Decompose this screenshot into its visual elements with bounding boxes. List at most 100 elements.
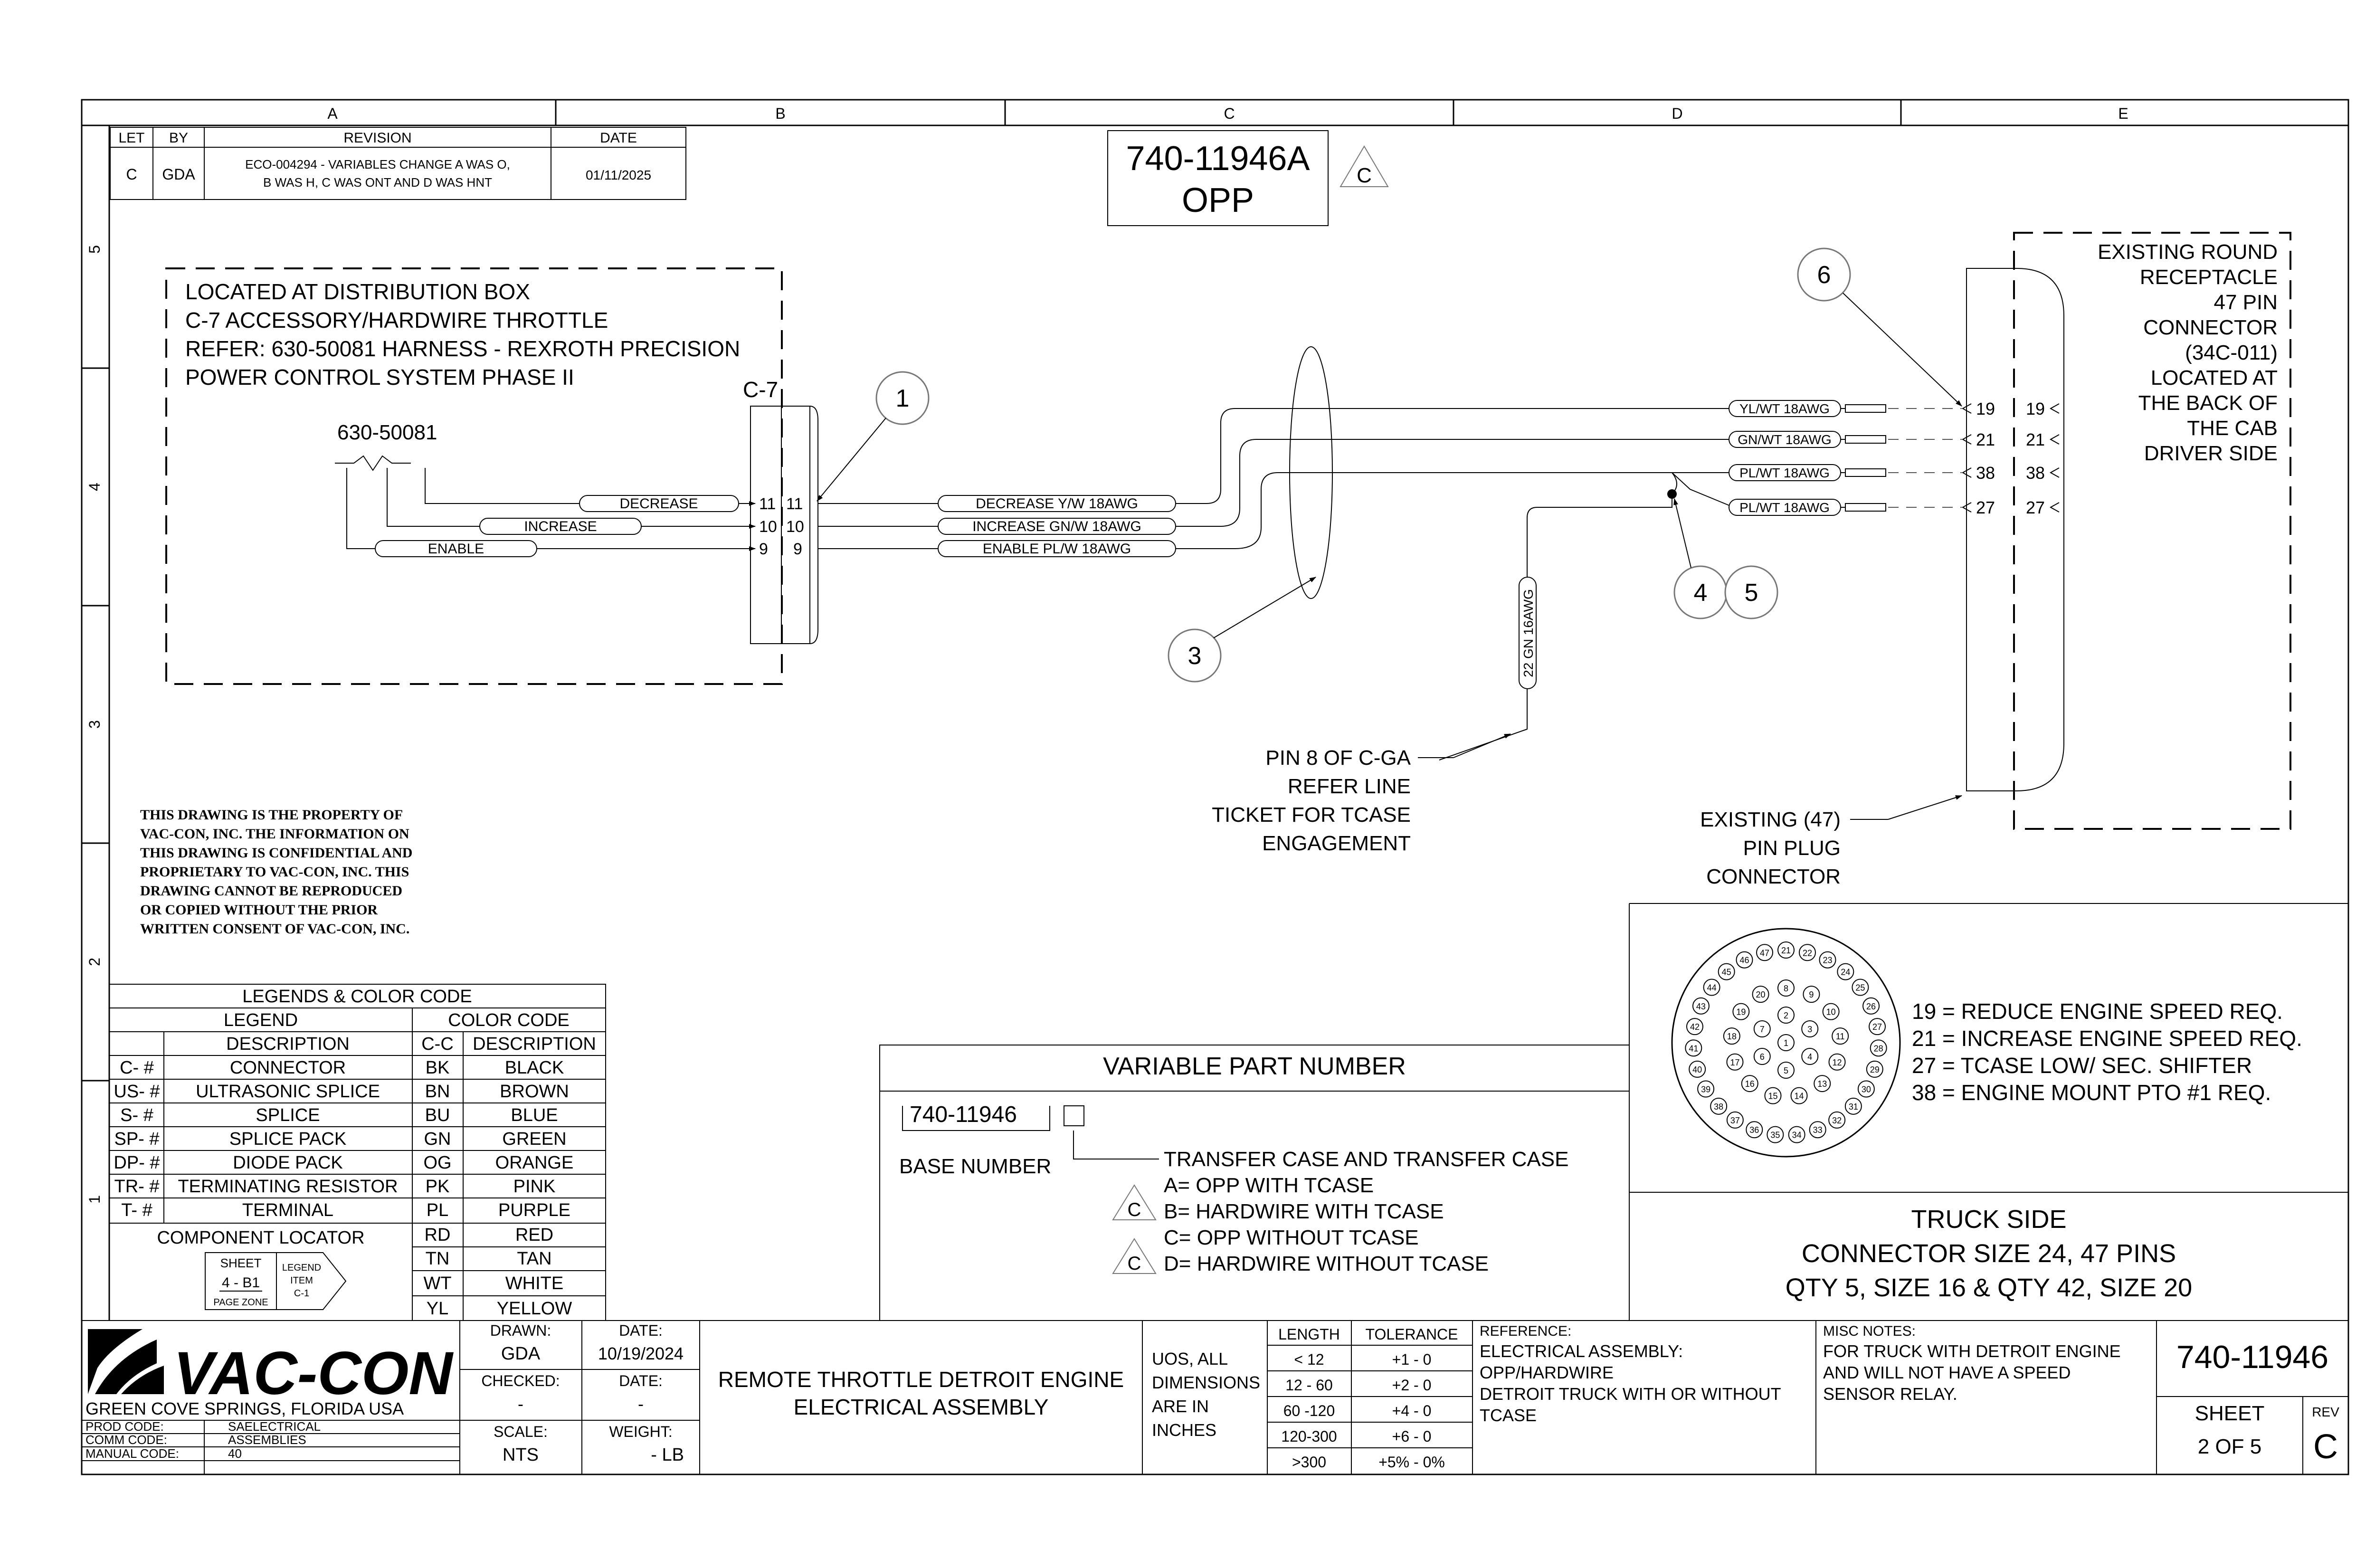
tol-length-1: < 12: [1294, 1351, 1324, 1368]
receptacle-note-4: CONNECTOR: [2143, 316, 2278, 339]
locator-sheet: SHEET: [220, 1256, 262, 1270]
connector-pin-12: [1828, 1053, 1846, 1071]
variant-option-b: B= HARDWIRE WITH TCASE: [1164, 1200, 1444, 1223]
connector-pin-label: 39: [1701, 1085, 1710, 1094]
receptacle-pin-38: 38: [2026, 463, 2045, 483]
scale-value: NTS: [503, 1445, 539, 1465]
locator-page-zone: PAGE ZONE: [213, 1297, 268, 1308]
dist-line-2: C-7 ACCESSORY/HARDWIRE THROTTLE: [185, 308, 608, 333]
weight-label: WEIGHT:: [609, 1423, 672, 1440]
variant-option-a: A= OPP WITH TCASE: [1164, 1174, 1374, 1197]
legend-header: LEGEND: [224, 1010, 298, 1030]
svg-text:6: 6: [1817, 261, 1831, 289]
zone-row-labels: 5 4 3 2 1: [86, 245, 103, 1204]
connector-pin-36: [1746, 1121, 1763, 1139]
connector-pin-label: 37: [1730, 1116, 1740, 1125]
truck-side-size: CONNECTOR SIZE 24, 47 PINS: [1802, 1239, 2176, 1268]
connector-pin-label: 12: [1833, 1058, 1842, 1067]
zone-row-1: 1: [86, 1195, 103, 1204]
connector-pin-47: [1756, 944, 1774, 961]
variant-rev-triangle-1-icon: [1112, 1184, 1157, 1220]
connector-pin-7: [1753, 1020, 1771, 1037]
drawing-border: [81, 99, 2349, 1475]
receptacle-pin-19: 19: [2026, 399, 2045, 418]
comm-code-label: COMM CODE:: [86, 1433, 167, 1447]
c7-connector-label: C-7: [743, 377, 778, 402]
color-name-gn: GREEN: [502, 1129, 566, 1149]
part-variant-title: OPP: [1182, 181, 1254, 219]
connector-pin-label: 20: [1756, 990, 1766, 999]
callout-4-5: 4 5: [1673, 498, 1778, 619]
color-code-tn: TN: [426, 1249, 450, 1269]
plug-pin-numbers: 19 21 38 27 19 21 38 27: [1976, 399, 2045, 517]
connector-pin-33: [1809, 1121, 1826, 1139]
zone-col-c: C: [1224, 105, 1235, 122]
revision-triangle-letter: C: [1357, 164, 1372, 187]
component-locator-title: COMPONENT LOCATOR: [157, 1228, 364, 1248]
rev-by: GDA: [162, 166, 195, 183]
connector-pin-23: [1819, 951, 1836, 969]
connector-pin-28: [1870, 1039, 1887, 1057]
right-wires: [1734, 408, 1845, 508]
connector-pin-31: [1844, 1097, 1862, 1115]
connector-pin-label: 17: [1730, 1058, 1739, 1067]
locator-zone: 4 - B1: [222, 1275, 260, 1291]
pin-plug-connector: [1966, 268, 2064, 791]
color-code-og: OG: [423, 1153, 451, 1173]
drawn-date-value: 10/19/2024: [598, 1344, 684, 1363]
connector-pin-label: 28: [1874, 1044, 1883, 1053]
connector-pin-3: [1801, 1020, 1819, 1037]
drawn-value: GDA: [501, 1344, 541, 1364]
receptacle-note-3: 47 PIN: [2214, 291, 2278, 314]
variant-rev-letter-1: C: [1128, 1199, 1141, 1220]
connector-pin-label: 45: [1722, 968, 1731, 977]
reference-label: REFERENCE:: [1480, 1323, 1571, 1339]
rev-date: 01/11/2025: [586, 168, 651, 182]
company-name: VAC-CON: [173, 1340, 454, 1407]
legend-code-dp: DP- #: [114, 1153, 160, 1173]
reference-line1: ELECTRICAL ASSEMBLY:: [1480, 1341, 1683, 1361]
terminal-dashes: [1888, 408, 1962, 508]
color-code-bu: BU: [425, 1105, 450, 1125]
plug-chevrons: [1961, 403, 2060, 513]
legend-desc-sp: SPLICE PACK: [229, 1129, 346, 1149]
title-block: VAC-CON GREEN COVE SPRINGS, FLORIDA USA …: [82, 1320, 2348, 1474]
connector-pin-41: [1685, 1039, 1702, 1057]
vertical-wire-label: 22 GN 16AWG: [1519, 577, 1537, 689]
c7-pin-left-10: 10: [759, 518, 777, 536]
connector-pin-19: [1732, 1003, 1750, 1020]
zone-col-a: A: [327, 105, 338, 122]
connector-pin-8: [1777, 979, 1795, 997]
property-line-2: VAC-CON, INC. THE INFORMATION ON: [140, 826, 409, 842]
rev-label: REV: [2312, 1405, 2339, 1419]
color-code-pk: PK: [426, 1177, 450, 1197]
legend-desc-s: SPLICE: [256, 1105, 320, 1125]
sheet-value: 2 OF 5: [2198, 1435, 2262, 1458]
connector-pin-label: 6: [1760, 1052, 1765, 1062]
connector-pin-25: [1852, 979, 1869, 996]
connector-pin-38: [1710, 1097, 1728, 1115]
zone-row-4: 4: [86, 483, 103, 491]
connector-pin-27: [1869, 1018, 1886, 1036]
misc-line2: AND WILL NOT HAVE A SPEED: [1823, 1363, 2071, 1382]
color-code-pl: PL: [427, 1200, 448, 1220]
revision-triangle-icon: [1340, 145, 1389, 187]
connector-pin-39: [1697, 1080, 1715, 1098]
connector-pin-label: 5: [1784, 1066, 1788, 1075]
connector-pin-18: [1723, 1027, 1740, 1045]
connector-pin-46: [1736, 951, 1753, 969]
legend-code-us: US- #: [114, 1082, 160, 1102]
rev-text-line1: ECO-004294 - VARIABLES CHANGE A WAS O,: [245, 157, 510, 171]
checked-label: CHECKED:: [481, 1372, 560, 1389]
pin8-note-4: ENGAGEMENT: [1262, 832, 1411, 855]
svg-text:4: 4: [1694, 579, 1708, 607]
color-name-pk: PINK: [513, 1177, 556, 1197]
pin-def-38: 38 = ENGINE MOUNT PTO #1 REQ.: [1912, 1080, 2271, 1105]
connector-pin-label: 42: [1690, 1022, 1700, 1032]
color-code-bn: BN: [425, 1082, 450, 1102]
connector-pin-label: 41: [1689, 1044, 1698, 1053]
connector-pin-label: 13: [1817, 1079, 1827, 1089]
legend-desc-t: TERMINAL: [242, 1200, 333, 1220]
color-code-bk: BK: [426, 1058, 450, 1078]
legend-desc-header: DESCRIPTION: [226, 1034, 350, 1054]
